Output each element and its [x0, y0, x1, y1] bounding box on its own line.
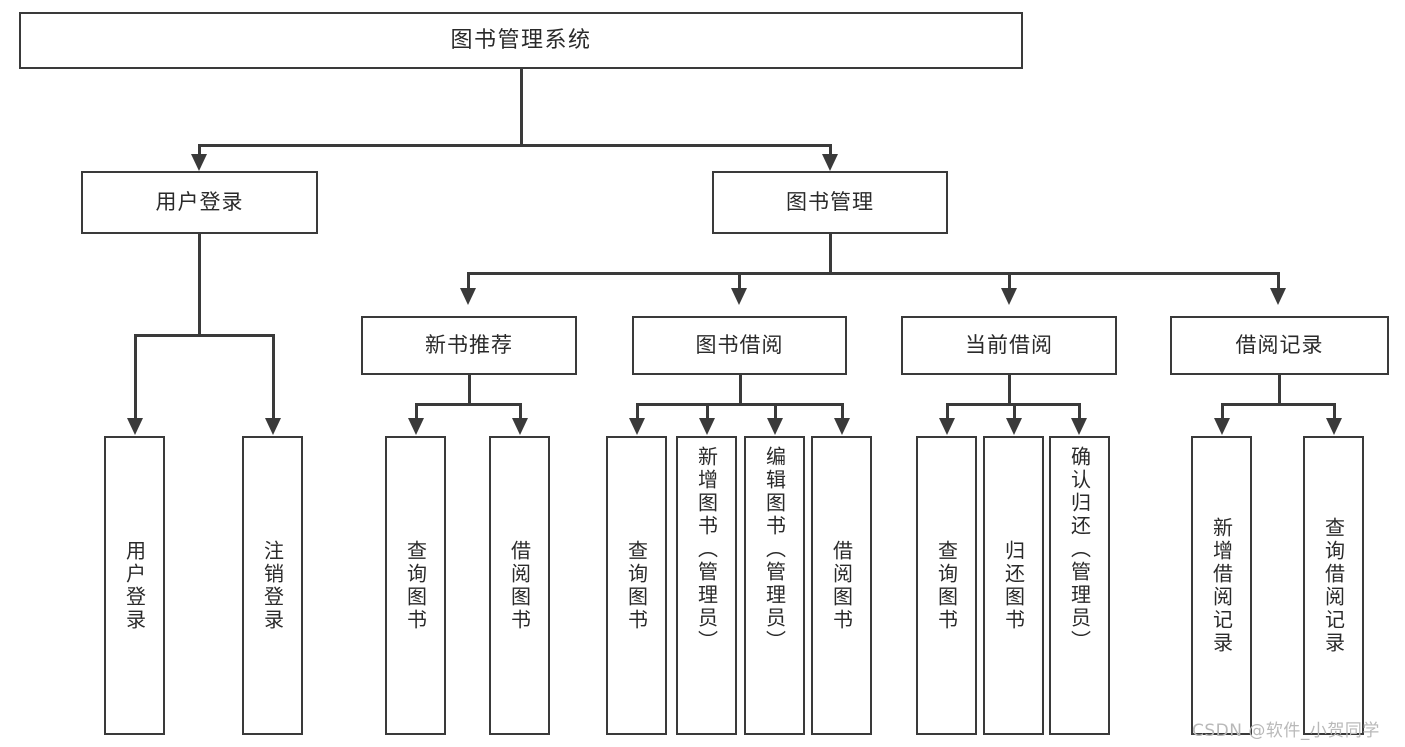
node-label: 新增借阅记录 — [1209, 516, 1234, 655]
arrowhead-bb-leaf-3 — [767, 418, 783, 435]
node-label: 用户登录 — [122, 539, 147, 632]
arrowhead-nbr-leaf-1 — [408, 418, 424, 435]
arrowhead-bb-leaf-4 — [834, 418, 850, 435]
edge-book-management-bar — [467, 272, 1279, 275]
arrowhead-book-borrow — [731, 288, 747, 305]
node-user-login[interactable]: 用户登录 — [81, 171, 318, 234]
node-label: 当前借阅 — [965, 333, 1053, 358]
leaf-bb-query-book[interactable]: 查询图书 — [606, 436, 667, 735]
arrowhead-user-login — [191, 154, 207, 171]
edge-bb-bar — [636, 403, 842, 406]
node-label: 确认归还（管理员） — [1067, 446, 1092, 653]
node-new-book-recommend[interactable]: 新书推荐 — [361, 316, 577, 375]
arrowhead-nbr-leaf-2 — [512, 418, 528, 435]
edge-bb-drop-1 — [636, 403, 639, 423]
edge-bm-drop-2 — [738, 272, 741, 294]
arrowhead-leaf-user-login-2 — [265, 418, 281, 435]
edge-nbr-drop-1 — [415, 403, 418, 423]
node-root-book-management-system[interactable]: 图书管理系统 — [19, 12, 1023, 69]
node-label: 新增图书（管理员） — [694, 446, 719, 653]
arrowhead-br-leaf-2 — [1326, 418, 1342, 435]
node-label: 查询借阅记录 — [1321, 516, 1346, 655]
node-label: 借阅图书 — [507, 539, 532, 632]
arrowhead-cb-leaf-2 — [1006, 418, 1022, 435]
arrowhead-cb-leaf-1 — [939, 418, 955, 435]
arrowhead-borrow-record — [1270, 288, 1286, 305]
leaf-bb-borrow-book[interactable]: 借阅图书 — [811, 436, 872, 735]
edge-cb-trunk — [1008, 375, 1011, 405]
edge-cb-drop-1 — [946, 403, 949, 423]
node-current-borrow[interactable]: 当前借阅 — [901, 316, 1117, 375]
leaf-cb-return-book[interactable]: 归还图书 — [983, 436, 1044, 735]
leaf-br-add-record[interactable]: 新增借阅记录 — [1191, 436, 1252, 735]
node-label: 查询图书 — [934, 539, 959, 632]
leaf-cb-confirm-return-admin[interactable]: 确认归还（管理员） — [1049, 436, 1110, 735]
node-label: 图书借阅 — [695, 333, 784, 358]
node-label: 归还图书 — [1001, 539, 1026, 632]
leaf-br-query-record[interactable]: 查询借阅记录 — [1303, 436, 1364, 735]
node-book-borrow[interactable]: 图书借阅 — [632, 316, 847, 375]
edge-root-bar — [198, 144, 830, 147]
edge-root-to-user-login — [198, 144, 201, 162]
leaf-cb-query-book[interactable]: 查询图书 — [916, 436, 977, 735]
edge-book-management-trunk — [829, 234, 832, 274]
node-label: 编辑图书（管理员） — [762, 446, 787, 653]
edge-root-to-book-management — [829, 144, 832, 162]
edge-bb-drop-3 — [774, 403, 777, 423]
node-label: 查询图书 — [624, 539, 649, 632]
leaf-bb-add-book-admin[interactable]: 新增图书（管理员） — [676, 436, 737, 735]
node-label: 图书管理系统 — [450, 27, 592, 53]
node-book-management[interactable]: 图书管理 — [712, 171, 948, 234]
leaf-nbr-query-book[interactable]: 查询图书 — [385, 436, 446, 735]
edge-br-trunk — [1278, 375, 1281, 405]
arrowhead-current-borrow — [1001, 288, 1017, 305]
arrowhead-new-book-recommend — [460, 288, 476, 305]
edge-root-trunk — [520, 69, 523, 145]
node-label: 借阅图书 — [829, 539, 854, 632]
leaf-user-login-login[interactable]: 用户登录 — [104, 436, 165, 735]
edge-br-drop-2 — [1333, 403, 1336, 423]
csdn-watermark: CSDN @软件_小贺同学 — [1192, 721, 1380, 741]
edge-bb-drop-2 — [706, 403, 709, 423]
leaf-user-login-logout[interactable]: 注销登录 — [242, 436, 303, 735]
arrowhead-book-management — [822, 154, 838, 171]
edge-cb-drop-2 — [1013, 403, 1016, 423]
edge-bm-drop-4 — [1277, 272, 1280, 294]
node-label: 查询图书 — [403, 539, 428, 632]
arrowhead-cb-leaf-3 — [1071, 418, 1087, 435]
edge-nbr-trunk — [468, 375, 471, 405]
arrowhead-bb-leaf-2 — [699, 418, 715, 435]
edge-bm-drop-3 — [1008, 272, 1011, 294]
arrowhead-bb-leaf-1 — [629, 418, 645, 435]
edge-br-bar — [1221, 403, 1335, 406]
edge-br-drop-1 — [1221, 403, 1224, 423]
edge-nbr-drop-2 — [519, 403, 522, 423]
edge-cb-drop-3 — [1078, 403, 1081, 423]
edge-bb-drop-4 — [841, 403, 844, 423]
leaf-nbr-borrow-book[interactable]: 借阅图书 — [489, 436, 550, 735]
arrowhead-br-leaf-1 — [1214, 418, 1230, 435]
node-label: 注销登录 — [260, 539, 285, 632]
node-label: 图书管理 — [786, 190, 874, 215]
edge-user-login-drop-1 — [134, 334, 137, 424]
arrowhead-leaf-user-login-1 — [127, 418, 143, 435]
edge-bm-drop-1 — [467, 272, 470, 294]
leaf-bb-edit-book-admin[interactable]: 编辑图书（管理员） — [744, 436, 805, 735]
edge-user-login-trunk — [198, 234, 201, 336]
edge-user-login-drop-2 — [272, 334, 275, 424]
node-label: 借阅记录 — [1235, 333, 1324, 358]
edge-nbr-bar — [415, 403, 521, 406]
edge-bb-trunk — [739, 375, 742, 405]
node-label: 用户登录 — [155, 190, 244, 215]
node-label: 新书推荐 — [425, 333, 513, 358]
node-borrow-record[interactable]: 借阅记录 — [1170, 316, 1389, 375]
edge-user-login-bar — [134, 334, 274, 337]
